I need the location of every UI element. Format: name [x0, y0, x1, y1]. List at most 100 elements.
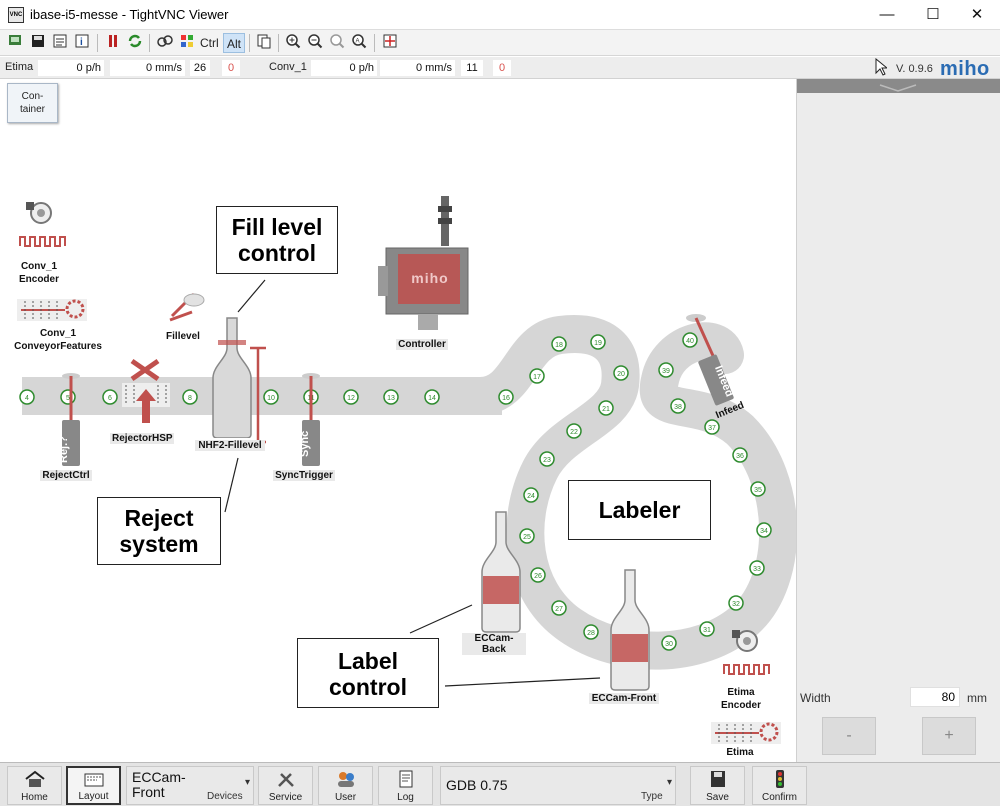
- zoom-out-icon[interactable]: [306, 33, 324, 53]
- position-marker[interactable]: 19: [590, 334, 606, 350]
- position-marker[interactable]: 6: [102, 389, 118, 405]
- position-marker[interactable]: 35: [750, 481, 766, 497]
- container-button[interactable]: Con- tainer: [7, 83, 58, 123]
- conv1-status-label: Conv_1: [269, 61, 307, 73]
- rejector-icon[interactable]: [120, 355, 174, 432]
- device-select[interactable]: ECCam- Front ▾ Devices: [126, 766, 254, 805]
- width-input[interactable]: 80: [910, 687, 960, 707]
- position-marker[interactable]: 32: [728, 595, 744, 611]
- position-marker[interactable]: 4: [19, 389, 35, 405]
- sync-sensor-icon[interactable]: [298, 372, 324, 473]
- bottle-icon[interactable]: [481, 510, 521, 639]
- position-marker[interactable]: 26: [530, 567, 546, 583]
- refresh-icon[interactable]: [126, 33, 144, 53]
- position-marker[interactable]: 21: [598, 400, 614, 416]
- position-marker[interactable]: 10: [263, 389, 279, 405]
- position-marker[interactable]: 20: [613, 365, 629, 381]
- position-marker-circle: [732, 447, 748, 463]
- vnc-toolbar: i Ctrl Alt A: [0, 30, 1000, 56]
- log-button[interactable]: Log: [378, 766, 433, 805]
- conv1-rate-field: 0 p/h: [311, 60, 377, 76]
- infeed-sensor-icon[interactable]: [680, 312, 752, 417]
- alt-key-button[interactable]: Alt: [223, 33, 245, 53]
- fullscreen-icon[interactable]: [381, 33, 399, 53]
- position-marker-label: 14: [428, 395, 436, 402]
- position-marker-label: 10: [267, 395, 275, 402]
- windows-key-icon[interactable]: [178, 33, 196, 53]
- service-button[interactable]: Service: [258, 766, 313, 805]
- position-marker[interactable]: 27: [551, 600, 567, 616]
- position-marker[interactable]: 22: [566, 423, 582, 439]
- new-connection-icon[interactable]: [7, 33, 25, 53]
- position-marker[interactable]: 8: [182, 389, 198, 405]
- position-marker-label: 33: [753, 566, 761, 573]
- controller-label: Controller: [396, 339, 448, 350]
- vnc-app-icon: VNC: [8, 7, 24, 23]
- type-select[interactable]: GDB 0.75 ▾ Type: [440, 766, 676, 805]
- position-marker[interactable]: 24: [523, 487, 539, 503]
- position-marker[interactable]: 31: [699, 621, 715, 637]
- ctrl-key-button[interactable]: Ctrl: [200, 36, 219, 50]
- position-marker-circle: [750, 481, 766, 497]
- position-marker[interactable]: 16: [498, 389, 514, 405]
- increase-width-button[interactable]: +: [922, 717, 976, 755]
- position-marker[interactable]: 37: [704, 419, 720, 435]
- bottle-icon[interactable]: [610, 568, 650, 697]
- position-marker[interactable]: 12: [343, 389, 359, 405]
- controller-device-icon[interactable]: [378, 196, 472, 341]
- position-marker-label: 16: [502, 395, 510, 402]
- position-marker-label: 40: [686, 338, 694, 345]
- position-marker[interactable]: 25: [519, 528, 535, 544]
- confirm-label: Confirm: [761, 792, 797, 803]
- position-marker[interactable]: 34: [756, 522, 772, 538]
- connection-info-icon[interactable]: i: [73, 33, 91, 53]
- conveyor-features-icon[interactable]: [711, 720, 781, 751]
- save-session-icon[interactable]: [29, 33, 47, 53]
- encoder-icon[interactable]: [24, 198, 58, 233]
- options-icon[interactable]: [51, 33, 69, 53]
- position-marker[interactable]: 30: [661, 635, 677, 651]
- position-marker-circle: [704, 419, 720, 435]
- pause-icon[interactable]: [104, 33, 122, 53]
- ctrl-alt-del-icon[interactable]: [156, 33, 174, 53]
- zoom-auto-icon[interactable]: A: [350, 33, 368, 53]
- window-title: ibase-i5-messe - TightVNC Viewer: [30, 7, 229, 22]
- position-marker[interactable]: 28: [583, 624, 599, 640]
- clipboard-icon[interactable]: [255, 33, 273, 53]
- minimize-button[interactable]: —: [879, 6, 895, 23]
- close-button[interactable]: ✕: [970, 6, 984, 23]
- home-icon: [24, 770, 46, 788]
- bottle-icon[interactable]: [212, 316, 252, 443]
- position-marker[interactable]: 33: [749, 560, 765, 576]
- position-marker-circle: [551, 600, 567, 616]
- chevron-down-icon[interactable]: [878, 80, 918, 98]
- position-marker[interactable]: 40: [682, 332, 698, 348]
- position-marker-label: 5: [66, 395, 70, 402]
- zoom-100-icon[interactable]: [328, 33, 346, 53]
- confirm-button[interactable]: Confirm: [752, 766, 807, 805]
- position-marker[interactable]: 14: [424, 389, 440, 405]
- position-marker[interactable]: 17: [529, 368, 545, 384]
- position-marker[interactable]: 13: [383, 389, 399, 405]
- maximize-button[interactable]: ☐: [926, 6, 940, 23]
- user-button[interactable]: User: [318, 766, 373, 805]
- decrease-width-button[interactable]: -: [822, 717, 876, 755]
- position-marker[interactable]: 39: [658, 362, 674, 378]
- position-marker[interactable]: 23: [539, 451, 555, 467]
- position-marker[interactable]: 36: [732, 447, 748, 463]
- conveyor-features-icon[interactable]: [17, 297, 87, 328]
- encoder-icon[interactable]: [730, 626, 764, 661]
- position-marker-label: 25: [523, 534, 531, 541]
- save-button[interactable]: Save: [690, 766, 745, 805]
- position-marker-circle: [658, 362, 674, 378]
- position-marker[interactable]: 18: [551, 336, 567, 352]
- position-marker-label: 35: [754, 487, 762, 494]
- position-marker-label: 31: [703, 627, 711, 634]
- reject-sensor-icon[interactable]: [58, 372, 84, 473]
- home-button[interactable]: Home: [7, 766, 62, 805]
- layout-button[interactable]: Layout: [66, 766, 121, 805]
- position-marker[interactable]: 38: [670, 398, 686, 414]
- zoom-in-icon[interactable]: [284, 33, 302, 53]
- position-marker-label: 12: [347, 395, 355, 402]
- fill-level-sensor-icon[interactable]: [166, 286, 210, 331]
